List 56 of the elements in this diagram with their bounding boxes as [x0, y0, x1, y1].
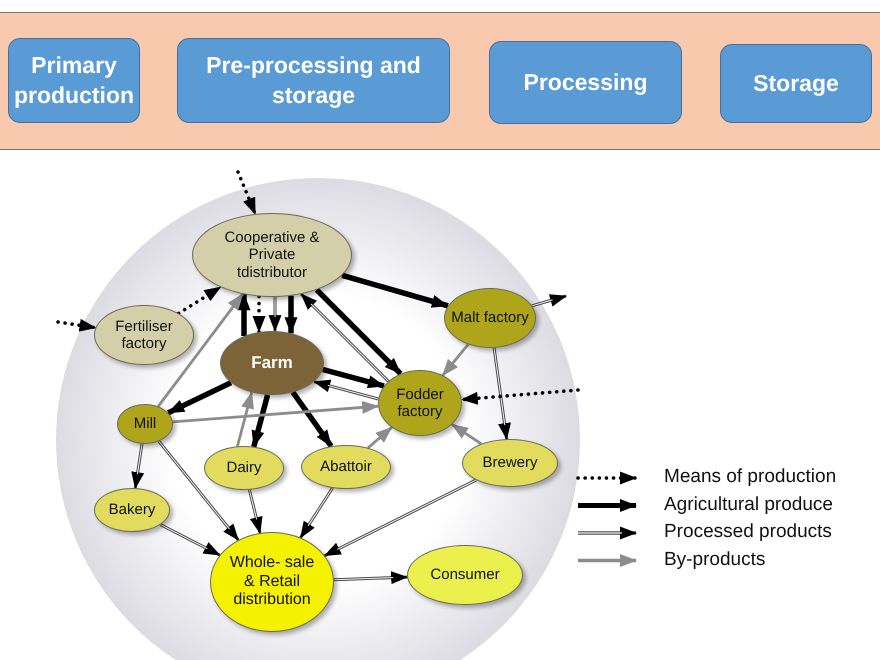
- arrow: [532, 294, 567, 308]
- arrow: [252, 294, 266, 334]
- stage-box: [8, 38, 140, 123]
- node-label: Malt factory: [451, 309, 529, 327]
- arrow: [160, 523, 221, 556]
- node-label: Cooperative & Private tdistributor: [223, 229, 321, 281]
- arrow: [314, 288, 403, 376]
- arrow: [167, 380, 232, 416]
- arrow: [236, 170, 257, 216]
- arrow: [172, 400, 380, 424]
- legend-text: Means of production: [664, 466, 836, 488]
- legend-text: Agricultural produce: [664, 494, 833, 516]
- stage-label: Processing: [524, 68, 648, 97]
- arrow: [324, 478, 477, 558]
- stage-band: [0, 12, 880, 150]
- arrow: [333, 571, 408, 584]
- arrow: [492, 347, 511, 440]
- arrow: [341, 272, 449, 308]
- arrow: [157, 293, 244, 408]
- arrow: [299, 487, 334, 538]
- node-label: Abattoir: [320, 458, 372, 476]
- node-label: Brewery: [482, 454, 538, 472]
- arrow: [56, 318, 98, 332]
- arrow: [238, 293, 250, 336]
- node-label: Fertiliser factory: [114, 318, 174, 352]
- node-label: Fodder factory: [395, 386, 445, 420]
- stage-label: Pre-processing and storage: [205, 50, 422, 110]
- node-label: Dairy: [226, 459, 262, 477]
- node-label: Whole- sale & Retail distribution: [228, 554, 316, 610]
- node-label: Bakery: [108, 501, 156, 519]
- legend-text: Processed products: [664, 521, 832, 543]
- arrow: [268, 296, 282, 332]
- stage-box: [177, 38, 450, 123]
- arrow: [131, 443, 144, 490]
- arrow: [176, 285, 222, 316]
- arrow: [322, 366, 385, 389]
- arrow: [290, 390, 334, 448]
- arrow: [248, 489, 262, 534]
- node-label: Farm: [251, 353, 293, 373]
- arrow: [451, 423, 482, 445]
- arrow: [251, 394, 270, 448]
- stage-label: Primary production: [14, 50, 134, 110]
- node-label: Mill: [134, 415, 156, 433]
- stage-box: [720, 44, 872, 123]
- arrow: [442, 344, 470, 376]
- arrow: [158, 440, 240, 541]
- arrow: [367, 426, 393, 449]
- arrow: [236, 392, 254, 447]
- node-label: Consumer: [430, 566, 500, 584]
- legend-text: By-products: [664, 548, 766, 570]
- arrow: [313, 380, 379, 400]
- arrow: [284, 296, 298, 334]
- arrow: [460, 388, 580, 405]
- stage-label: Storage: [753, 68, 839, 98]
- arrow: [300, 293, 390, 382]
- stage-box: [489, 41, 682, 124]
